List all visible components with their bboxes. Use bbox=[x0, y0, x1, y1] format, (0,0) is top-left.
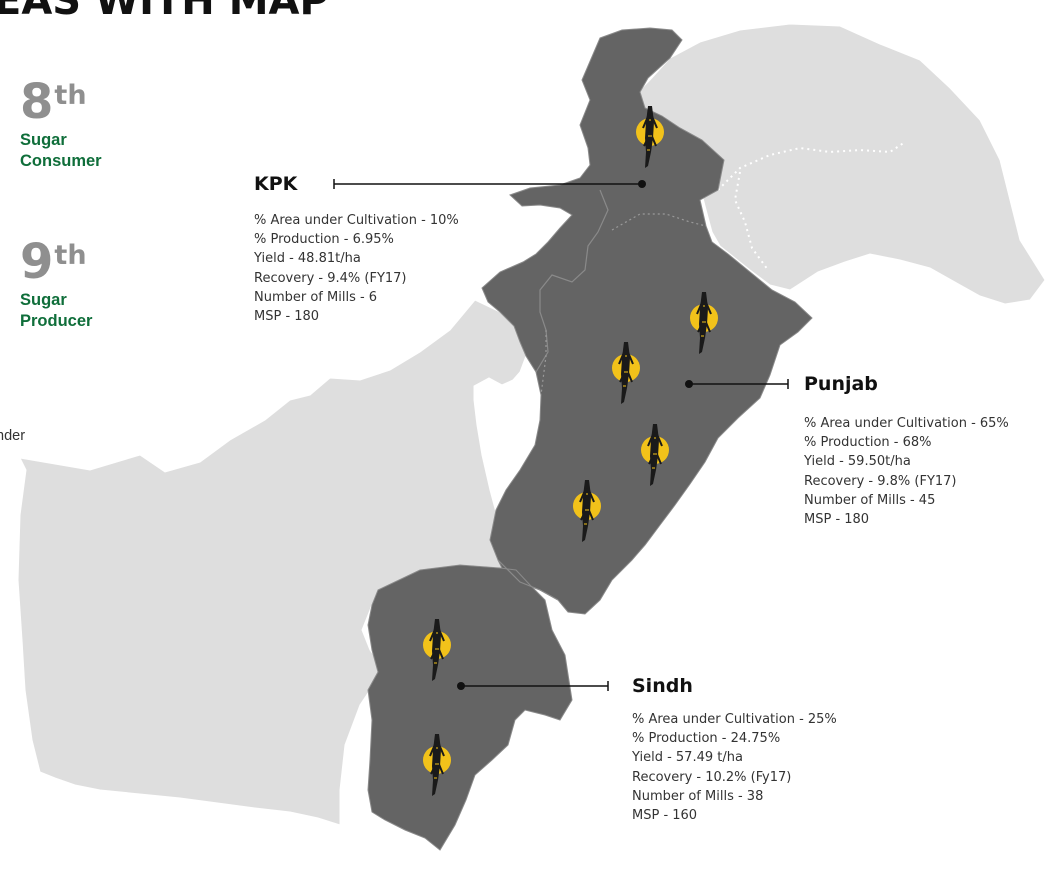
stat-line: Yield - 59.50t/ha bbox=[804, 454, 911, 470]
stat-line: % Production - 6.95% bbox=[254, 232, 394, 248]
region-balochistan bbox=[17, 299, 591, 826]
stat-line: Number of Mills - 38 bbox=[632, 788, 764, 804]
stat-line: MSP - 180 bbox=[254, 309, 320, 325]
stat-line: % Production - 68% bbox=[804, 435, 932, 451]
region-name-kpk: KPK bbox=[254, 173, 298, 195]
loc-dotted-line bbox=[717, 141, 906, 191]
rank-producer: 9th Sugar Producer bbox=[20, 238, 92, 332]
stat-line: Yield - 48.81t/ha bbox=[254, 251, 361, 267]
rank-label: Producer bbox=[20, 312, 93, 330]
stat-line: Number of Mills - 6 bbox=[254, 289, 378, 305]
stat-line: Yield - 57.49 t/ha bbox=[632, 750, 743, 766]
punjab-connector bbox=[685, 379, 789, 389]
internal-border bbox=[611, 213, 707, 231]
region-gilgit-baltistan bbox=[621, 23, 1045, 305]
stat-line: % Production - 24.75% bbox=[632, 731, 781, 747]
rank-consumer: 8th Sugar Consumer bbox=[20, 78, 102, 172]
stat-line: % Area under Cultivation - 65% bbox=[804, 416, 1009, 431]
internal-border bbox=[540, 330, 547, 396]
region-name-sindh: Sindh bbox=[632, 675, 693, 697]
kpk-stats: % Area under Cultivation - 10% % Product… bbox=[254, 211, 459, 326]
loc-dotted-line bbox=[733, 171, 769, 271]
rank-number: 8 bbox=[20, 74, 54, 130]
rank-label: Consumer bbox=[20, 152, 102, 170]
region-name-punjab: Punjab bbox=[804, 373, 878, 395]
rank-label: Sugar bbox=[20, 131, 67, 149]
page-title: EAS WITH MAP bbox=[0, 0, 329, 24]
punjab-stats: % Area under Cultivation - 65% % Product… bbox=[804, 414, 1009, 529]
kpk-connector bbox=[333, 179, 646, 189]
stat-line: MSP - 160 bbox=[632, 808, 698, 824]
internal-border bbox=[497, 559, 559, 601]
internal-border bbox=[535, 189, 609, 373]
stat-line: % Area under Cultivation - 10% bbox=[254, 213, 459, 228]
region-kpk-punjab bbox=[481, 27, 813, 615]
stat-line: MSP - 180 bbox=[804, 512, 870, 528]
rank-label: Sugar bbox=[20, 291, 67, 309]
stat-line: Recovery - 9.4% (FY17) bbox=[254, 270, 407, 286]
clipped-text: nder bbox=[0, 428, 26, 444]
stat-line: Recovery - 10.2% (Fy17) bbox=[632, 769, 792, 785]
rank-number: 9 bbox=[20, 234, 54, 290]
sindh-connector bbox=[457, 681, 609, 691]
sindh-stats: % Area under Cultivation - 25% % Product… bbox=[632, 710, 837, 825]
region-sindh bbox=[367, 564, 573, 851]
rank-suffix: th bbox=[54, 240, 87, 271]
rank-suffix: th bbox=[54, 80, 87, 111]
stat-line: % Area under Cultivation - 25% bbox=[632, 712, 837, 727]
stat-line: Number of Mills - 45 bbox=[804, 492, 936, 508]
stat-line: Recovery - 9.8% (FY17) bbox=[804, 473, 957, 489]
